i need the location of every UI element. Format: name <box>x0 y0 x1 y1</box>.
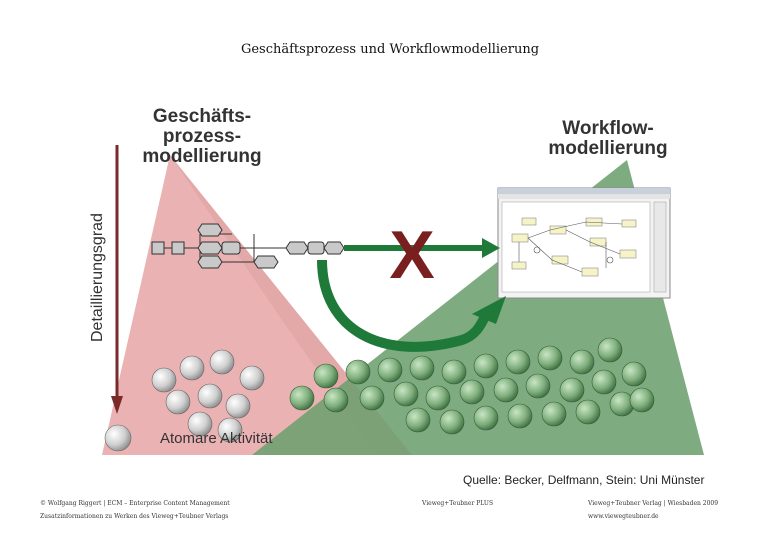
footer-right-line-2: www.viewegteubner.de <box>588 513 659 520</box>
axis-label: Detaillierungsgrad <box>89 213 106 342</box>
left-heading-line-3: modellierung <box>142 146 261 167</box>
bottom-label: Atomare Aktivität <box>160 430 273 447</box>
right-heading-line-2: modellierung <box>548 138 667 159</box>
modelling-diagram: X Geschäfts- prozess- modellierung Workf… <box>82 100 704 455</box>
source-caption: Quelle: Becker, Delfmann, Stein: Uni Mün… <box>463 473 704 487</box>
workflow-tool-screenshot <box>498 188 670 298</box>
footer-right-line-1: Vieweg+Teubner Verlag | Wiesbaden 2009 <box>588 500 718 507</box>
footer-left-line-1: © Wolfgang Riggert | ECM – Enterprise Co… <box>40 500 230 507</box>
left-heading-line-1: Geschäfts- <box>153 106 251 127</box>
legend-ball <box>105 425 131 451</box>
footer-left-line-2: Zusatzinformationen zu Werken des Vieweg… <box>40 513 228 520</box>
left-heading-line-2: prozess- <box>163 126 241 147</box>
slide-title: Geschäftsprozess und Workflowmodellierun… <box>0 42 780 57</box>
cross-mark: X <box>389 217 434 293</box>
right-heading-line-1: Workflow- <box>562 118 653 139</box>
diagram-svg: X Geschäfts- prozess- modellierung Workf… <box>82 100 704 455</box>
footer-center: Vieweg+Teubner PLUS <box>422 500 493 507</box>
